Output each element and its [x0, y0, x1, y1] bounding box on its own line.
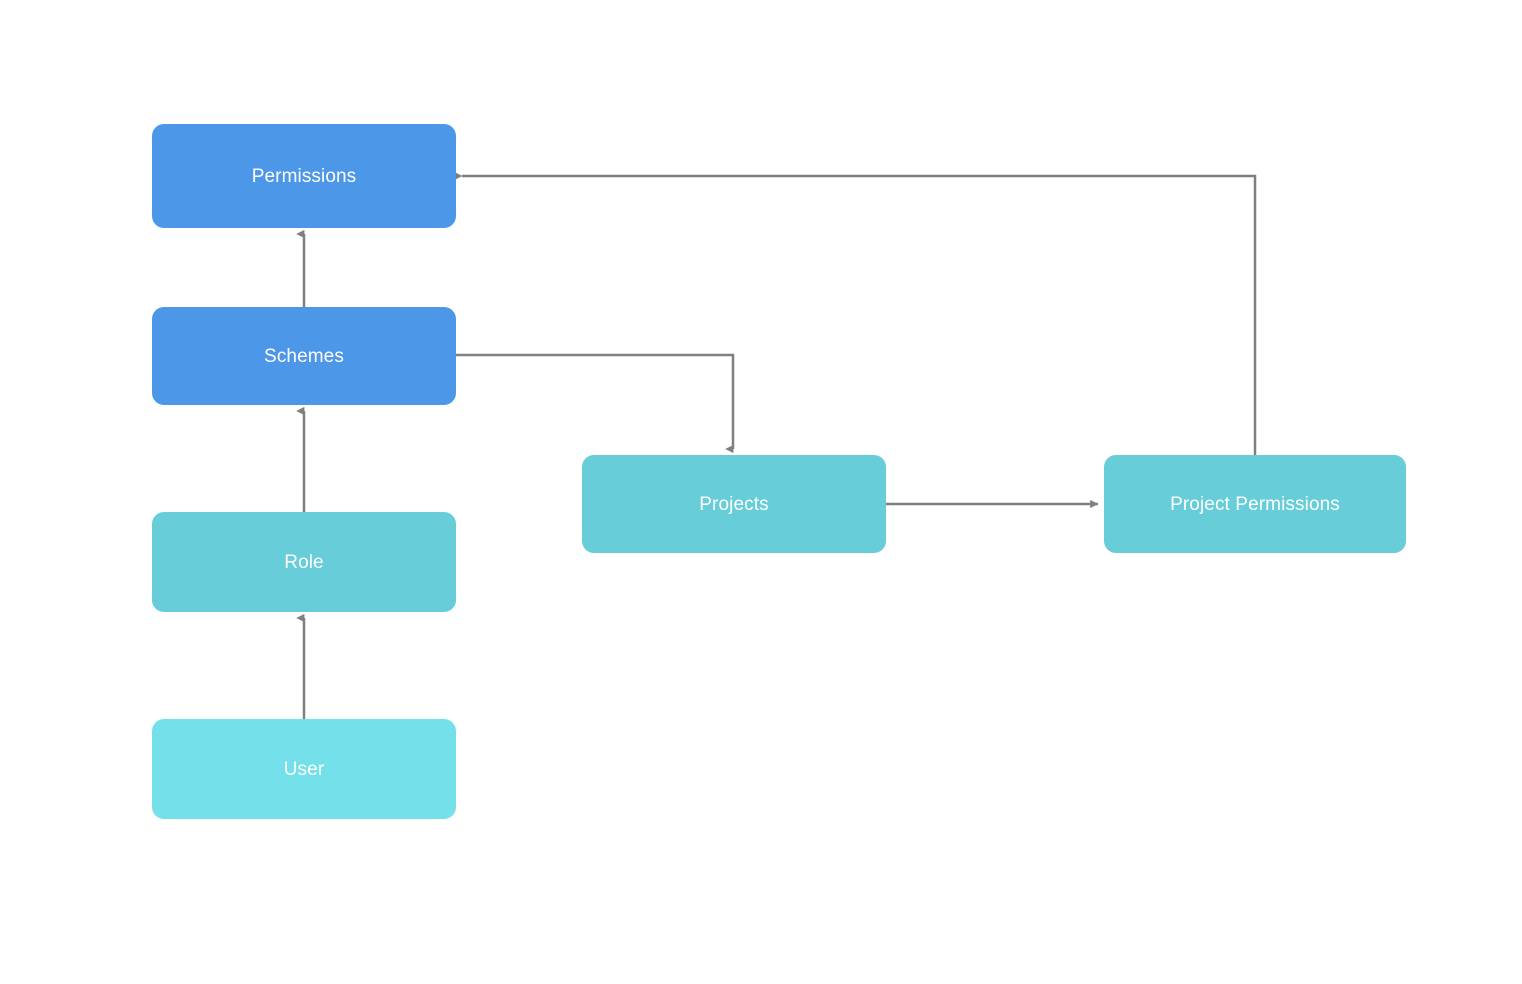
node-project-permissions[interactable]: Project Permissions — [1104, 455, 1406, 553]
node-label-role: Role — [284, 551, 324, 573]
node-role[interactable]: Role — [152, 512, 456, 612]
node-schemes[interactable]: Schemes — [152, 307, 456, 405]
edge-schemes-to-projects — [456, 353, 735, 454]
node-label-user: User — [283, 758, 325, 780]
node-label-permissions: Permissions — [251, 165, 357, 187]
node-user[interactable]: User — [152, 719, 456, 819]
node-projects[interactable]: Projects — [582, 455, 886, 553]
node-permissions[interactable]: Permissions — [152, 124, 456, 228]
node-label-schemes: Schemes — [264, 345, 344, 367]
node-label-projects: Projects — [699, 493, 769, 515]
node-label-project-permissions: Project Permissions — [1170, 493, 1340, 515]
edge-project-permissions-to-permissions — [454, 171, 1257, 455]
